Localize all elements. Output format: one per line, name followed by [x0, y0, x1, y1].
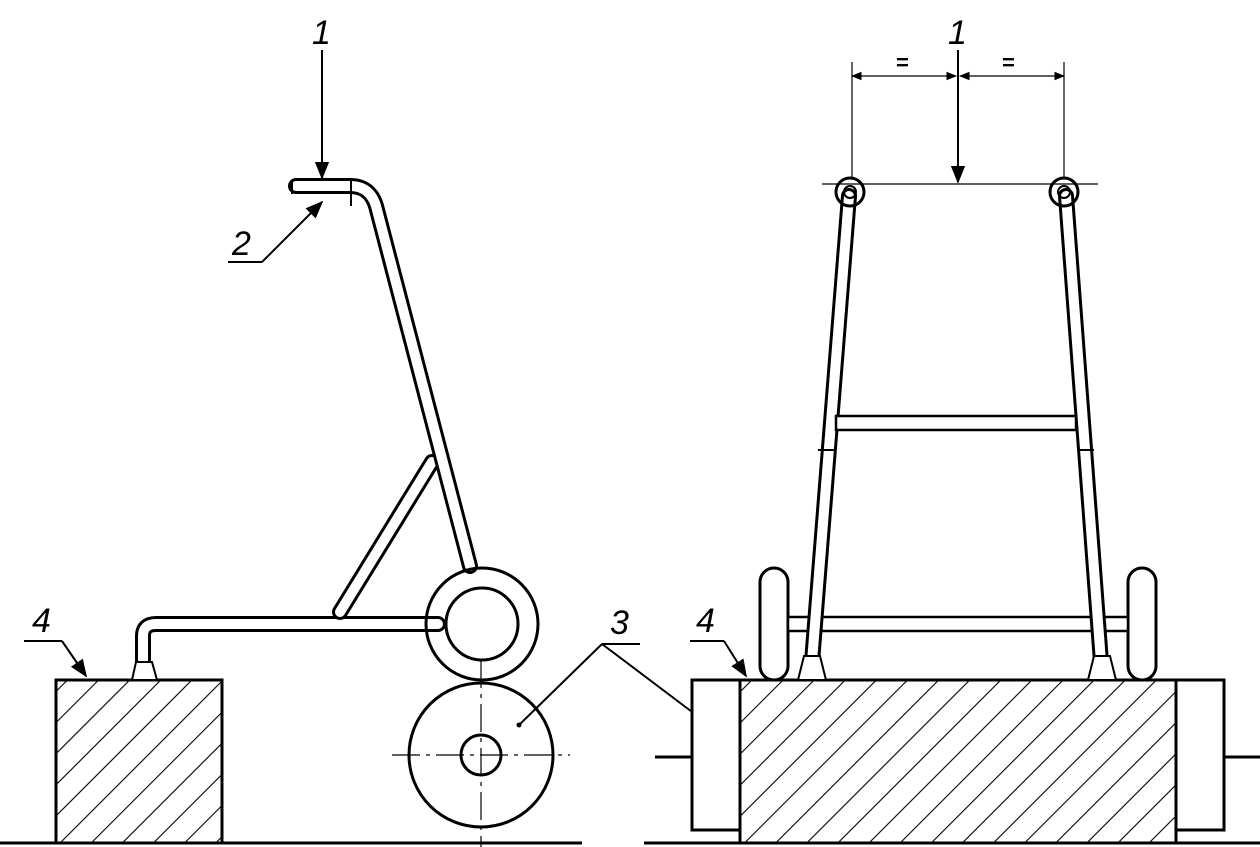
label-handle: 2 — [231, 225, 251, 263]
roller-end-right — [1174, 678, 1226, 832]
label-block-left: 4 — [32, 602, 51, 640]
leader-2 — [228, 200, 324, 263]
wheel-side — [424, 566, 540, 682]
front-view: = = 1 4 — [644, 14, 1260, 845]
label-load-left: 1 — [312, 14, 331, 52]
dimension-equal — [850, 62, 1066, 178]
label-roller: 3 — [610, 604, 629, 642]
roller — [392, 660, 570, 847]
foot-front-left — [796, 655, 828, 681]
leader-4-left — [24, 640, 88, 678]
wheel-front-right — [1126, 566, 1158, 682]
handle-grip-left — [834, 176, 866, 208]
label-block-right: 4 — [696, 602, 715, 640]
side-view: 1 2 4 3 — [0, 14, 715, 847]
cross-bar — [834, 414, 1078, 432]
foot-left — [130, 661, 159, 681]
foot-front-right — [1086, 655, 1118, 681]
wheel-front-left — [758, 566, 790, 682]
leader-3 — [516, 643, 715, 730]
support-block-right — [738, 678, 1178, 845]
label-load-right: 1 — [948, 14, 967, 52]
bottom-frame-tube — [135, 616, 446, 668]
roller-end-left — [690, 678, 742, 832]
axle — [786, 615, 1130, 633]
label-equal-right: = — [1002, 50, 1015, 75]
leader-4-right — [690, 640, 747, 678]
support-block-left — [54, 678, 224, 845]
label-equal-left: = — [896, 50, 909, 75]
